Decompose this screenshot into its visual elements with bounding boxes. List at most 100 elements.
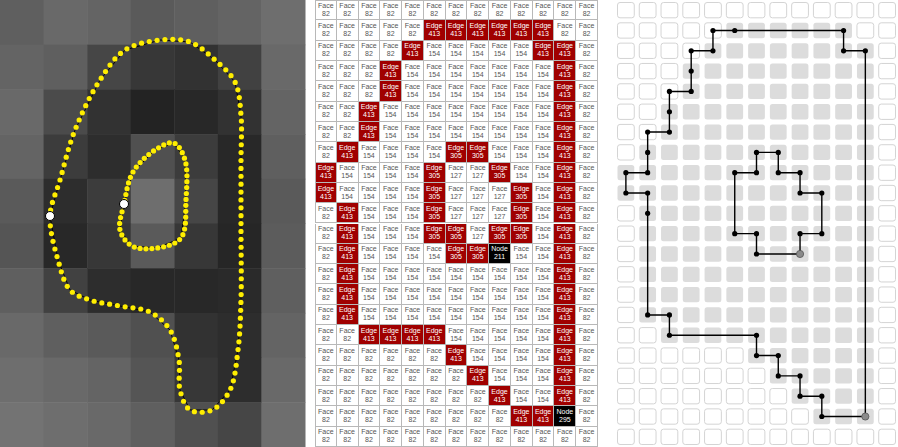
image-pixel (0, 358, 44, 403)
table-cell: Face 154 (533, 325, 555, 345)
contour-dot (117, 227, 122, 232)
cell-label: Edge 305 (511, 205, 532, 221)
cell-square (879, 145, 896, 160)
cell-label: Face 82 (337, 388, 358, 404)
table-cell: Face 82 (533, 427, 555, 447)
cell-square (683, 206, 700, 221)
image-pixel (174, 45, 218, 90)
image-pixel (174, 268, 218, 313)
contour-dot (239, 260, 244, 265)
table-cell: Edge 413 (337, 244, 359, 264)
cell-square (618, 226, 635, 241)
table-cell: Face 154 (489, 264, 511, 284)
cell-square (748, 368, 765, 383)
vertex-dot (797, 251, 802, 256)
table-cell: Face 154 (489, 284, 511, 304)
cell-label: Face 127 (467, 205, 488, 221)
table-cell: Face 82 (489, 427, 511, 447)
table-cell: Face 82 (315, 0, 337, 20)
cell-square (726, 389, 743, 404)
table-cell: Face 154 (402, 163, 424, 183)
cell-label: Face 82 (316, 2, 336, 18)
cell-label: Face 82 (446, 367, 467, 383)
table-cell: Face 154 (359, 284, 381, 304)
cell-label: Face 82 (576, 347, 597, 363)
contour-dot (237, 95, 242, 100)
cell-square (813, 246, 830, 261)
cell-square (683, 287, 700, 302)
table-cell: Face 82 (533, 0, 555, 20)
table-cell: Face 154 (467, 41, 489, 61)
table-cell: Face 82 (576, 224, 598, 244)
image-pixel (261, 224, 305, 269)
cell-label: Face 82 (511, 2, 532, 18)
cell-square (835, 307, 852, 322)
table-cell: Face 82 (315, 244, 337, 264)
cell-square (661, 429, 678, 444)
cell-square (748, 429, 765, 444)
table-cell: Edge 305 (511, 224, 533, 244)
cell-square (879, 348, 896, 363)
table-cell: Face 154 (446, 325, 468, 345)
contour-dot (103, 69, 108, 74)
cell-label: Face 82 (337, 42, 358, 58)
table-cell: Face 82 (402, 0, 424, 20)
cell-label: Face 154 (511, 245, 532, 261)
table-cell: Face 154 (359, 305, 381, 325)
image-pixel (87, 402, 131, 447)
cell-square (726, 63, 743, 78)
cell-label: Face 154 (467, 286, 488, 302)
cell-square (813, 328, 830, 343)
cell-square (813, 124, 830, 139)
contour-dot (83, 103, 88, 108)
contour-dot (239, 284, 244, 289)
vertex-dot (863, 414, 868, 419)
table-cell: Face 82 (380, 0, 402, 20)
table-cell: Face 154 (359, 264, 381, 284)
contour-dot (156, 145, 161, 150)
cell-square (705, 246, 722, 261)
table-cell: Edge 413 (554, 386, 576, 406)
contour-dot (239, 276, 244, 281)
table-cell: Face 82 (359, 345, 381, 365)
contour-dot (57, 262, 62, 267)
table-cell: Face 154 (489, 325, 511, 345)
contour-dot (181, 399, 186, 404)
cell-square (705, 63, 722, 78)
table-cell: Face 82 (337, 325, 359, 345)
vertex-dot (841, 48, 846, 53)
table-cell: Face 154 (446, 264, 468, 284)
cell-square (835, 3, 852, 18)
table-cell: Face 154 (380, 224, 402, 244)
cell-square (705, 165, 722, 180)
table-cell: Face 82 (380, 386, 402, 406)
table-cell: Face 82 (337, 386, 359, 406)
cell-square (835, 185, 852, 200)
table-cell: Edge 413 (554, 244, 576, 264)
cell-square (618, 348, 635, 363)
contour-dot (134, 164, 139, 169)
cell-square (770, 389, 787, 404)
cell-label: Face 127 (467, 225, 488, 241)
cell-label: Face 154 (511, 367, 532, 383)
cell-square (661, 63, 678, 78)
contour-dot (207, 408, 212, 413)
cell-label: Face 154 (446, 42, 467, 58)
cell-label: Face 154 (511, 124, 532, 140)
cell-square (835, 104, 852, 119)
cell-label: Face 82 (424, 408, 445, 424)
table-cell: Face 82 (315, 345, 337, 365)
cell-label: Face 82 (446, 428, 467, 444)
cell-squares (618, 3, 896, 445)
table-cell: Face 154 (533, 61, 555, 81)
cell-label: Face 82 (359, 22, 380, 38)
cell-square (683, 246, 700, 261)
table-cell: Face 154 (533, 122, 555, 142)
vertex-dot (689, 69, 694, 74)
table-cell: Edge 413 (489, 20, 511, 40)
table-cell: Face 82 (424, 406, 446, 426)
traced-contours (623, 28, 869, 420)
cell-square (726, 246, 743, 261)
cell-square (835, 287, 852, 302)
cell-label: Edge 413 (446, 22, 467, 38)
